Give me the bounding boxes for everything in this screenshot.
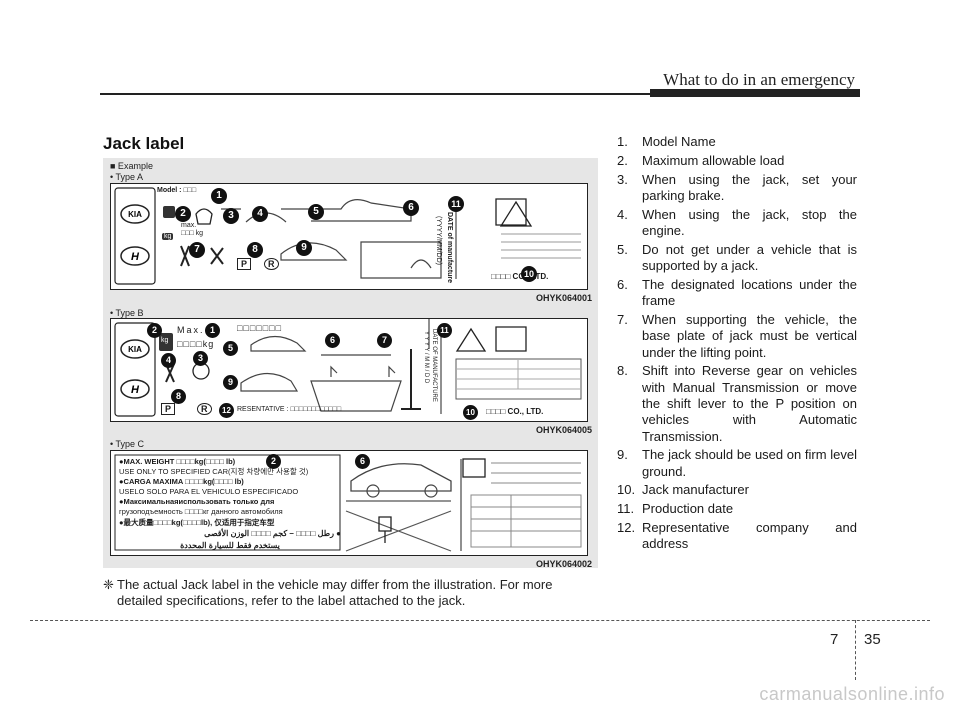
jack-label-legend: 1.Model Name 2.Maximum allowable load 3.… <box>617 134 857 555</box>
jack-label-type-b: KIA H Max. □□□□kg □□□□□□□ kg P R RESENTA… <box>110 289 588 422</box>
type-b-badge-5: 5 <box>223 341 238 356</box>
type-b-r-badge: R <box>197 403 212 415</box>
type-c-figure-code: OHYK064002 <box>536 559 593 569</box>
list-item: 6.The designated locations under the fra… <box>617 276 857 309</box>
note-text: The actual Jack label in the vehicle may… <box>117 577 553 608</box>
type-c-line-6: грузоподъемность □□□□кг данного автомоби… <box>119 507 283 516</box>
list-item: 7.When supporting the vehicle, the base … <box>617 311 857 360</box>
type-c-line-7: ●最大质量□□□□kg(□□□□lb), 仅适用于指定车型 <box>119 518 275 527</box>
type-b-company: □□□□ CO., LTD. <box>486 407 544 416</box>
list-item: 5.Do not get under a vehicle that is sup… <box>617 241 857 274</box>
type-a-r-badge: R <box>264 258 279 270</box>
type-c-line-9: يستخدم فقط للسيارة المحددة <box>180 541 280 550</box>
illustration-note: ❈ The actual Jack label in the vehicle m… <box>103 577 598 609</box>
type-a-company: □□□□ CO., LTD. <box>491 272 549 281</box>
list-item: 3.When using the jack, set your parking … <box>617 171 857 203</box>
type-b-kg-badge: kg <box>161 337 169 344</box>
list-item: 4.When using the jack, stop the engine. <box>617 206 857 238</box>
type-a-kg-badge: kg <box>162 233 174 240</box>
list-item: 2.Maximum allowable load <box>617 152 785 168</box>
jack-label-type-c: ●MAX. WEIGHT □□□□kg(□□□□ lb) USE ONLY TO… <box>110 450 588 556</box>
badge-number-11: 11 <box>448 196 464 212</box>
footer-dashed-divider <box>855 620 856 680</box>
type-b-mfr-text: DATE OF MANUFACTURE <box>431 329 437 402</box>
badge-number-3: 3 <box>223 208 239 224</box>
type-b-boxes-text: □□□□□□□ <box>237 323 283 333</box>
badge-number-2: 2 <box>175 206 191 222</box>
type-b-badge-1: 1 <box>205 323 220 338</box>
type-c-line-2: USE ONLY TO SPECIFIED CAR(지정 차량에만 사용할 것) <box>119 467 309 476</box>
type-b-badge-10: 10 <box>463 405 478 420</box>
page-chapter: 7 <box>830 631 839 648</box>
list-item: 8.Shift into Reverse gear on vehicles wi… <box>617 363 857 444</box>
section-title: Jack label <box>103 134 185 153</box>
type-b-badge-8: 8 <box>171 389 186 404</box>
type-a-model-text: Model : □□□ <box>157 187 197 194</box>
list-item: 12.Representative company and address <box>617 520 857 552</box>
type-b-badge-12: 12 <box>219 403 234 418</box>
badge-number-8: 8 <box>247 242 263 258</box>
type-b-mfr-format: Y Y Y Y / M M / D D <box>423 331 429 384</box>
type-b-badge-11: 11 <box>437 323 452 338</box>
type-b-badge-2: 2 <box>147 323 162 338</box>
badge-number-10: 10 <box>521 266 537 282</box>
type-a-max-text: max. <box>181 222 197 229</box>
badge-number-1: 1 <box>211 188 227 204</box>
type-b-kg-text: □□□□kg <box>177 339 215 349</box>
list-item: 1.Model Name <box>617 134 716 149</box>
type-a-p-badge: P <box>237 258 252 270</box>
svg-text:H: H <box>131 384 140 396</box>
type-a-kg-text: □□□ kg <box>181 230 204 237</box>
type-c-label: • Type C <box>110 439 145 449</box>
type-b-figure-code: OHYK064005 <box>536 425 593 435</box>
type-b-illustration: KIA H <box>114 289 582 417</box>
type-a-date-text: DATE of manufacture <box>446 212 453 284</box>
badge-number-7: 7 <box>189 242 205 258</box>
type-c-line-5: ●Максимальнаяиспользовать только для <box>119 497 275 506</box>
type-b-label: • Type B <box>110 308 144 318</box>
type-c-line-1: ●MAX. WEIGHT □□□□kg(□□□□ lb) <box>119 457 236 466</box>
type-b-badge-7: 7 <box>377 333 392 348</box>
header-rule <box>100 93 860 95</box>
type-b-p-badge: P <box>161 403 176 415</box>
list-item: 9.The jack should be used on firm level … <box>617 447 857 479</box>
watermark: carmanualsonline.info <box>759 684 945 704</box>
badge-number-5: 5 <box>308 204 324 220</box>
badge-number-6: 6 <box>403 200 419 216</box>
type-a-date-format: (YYYY/MM/DD) <box>435 216 442 265</box>
svg-text:H: H <box>131 251 140 263</box>
type-b-badge-6: 6 <box>325 333 340 348</box>
list-item: 10.Jack manufacturer <box>617 482 749 498</box>
type-b-badge-4: 4 <box>161 353 176 368</box>
page-number: 35 <box>864 631 881 648</box>
type-c-badge-6: 6 <box>355 454 370 469</box>
type-c-badge-2: 2 <box>266 454 281 469</box>
type-b-badge-9: 9 <box>223 375 238 390</box>
type-c-line-8: ● رطل □□□□ – كجم □□□□ الوزن الأقصى <box>204 529 341 538</box>
list-item: 11.Production date <box>617 501 734 517</box>
svg-text:KIA: KIA <box>128 210 142 219</box>
svg-text:KIA: KIA <box>128 345 142 354</box>
jack-label-type-a: KIA H Model : □□□ max. □□□ kg kg P R DAT… <box>110 183 588 290</box>
badge-number-9: 9 <box>296 240 312 256</box>
type-b-max-text: Max. <box>177 325 205 335</box>
type-c-line-4: USELO SOLO PARA EL VEHICULO ESPECIFICADO <box>119 487 299 496</box>
badge-number-4: 4 <box>252 206 268 222</box>
type-b-badge-3: 3 <box>193 351 208 366</box>
type-b-representative: RESENTATIVE : □□□□□□□□□□□□ <box>237 406 342 413</box>
example-heading: ■ Example <box>110 161 153 171</box>
type-c-text-block: ●MAX. WEIGHT □□□□kg(□□□□ lb) USE ONLY TO… <box>119 457 341 552</box>
header-title: What to do in an emergency <box>663 70 855 89</box>
type-c-illustration <box>114 454 582 552</box>
type-c-line-3: ●CARGA MAXIMA □□□□kg(□□□□ lb) <box>119 477 244 486</box>
type-a-figure-code: OHYK064001 <box>536 293 593 303</box>
note-mark: ❈ <box>103 577 114 592</box>
footer-dashed-rule <box>30 620 930 621</box>
type-a-label: • Type A <box>110 172 144 182</box>
